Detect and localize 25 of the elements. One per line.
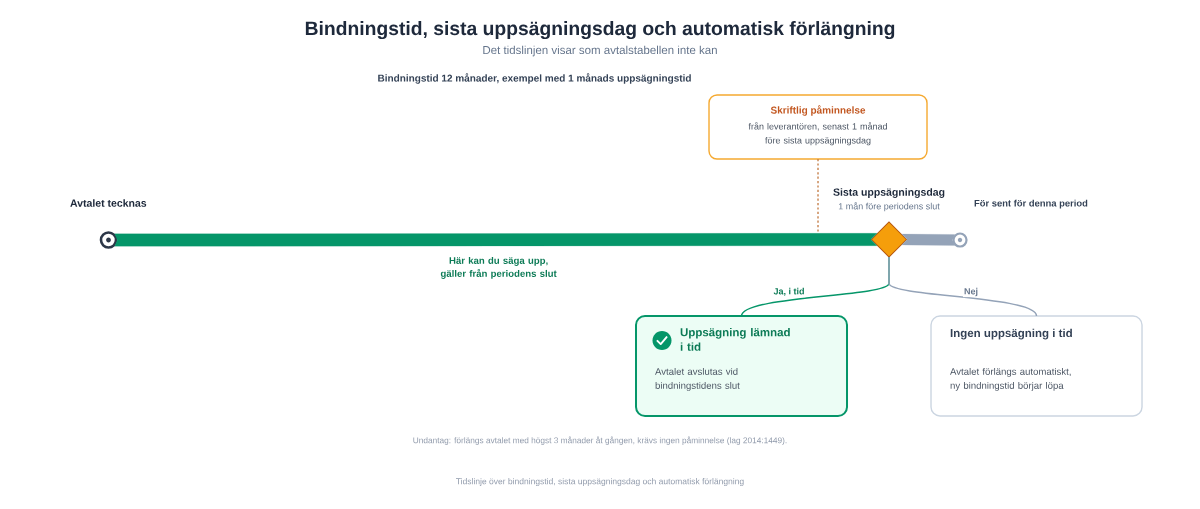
card-text: Avtalet avslutas vid bindningstidens slut	[655, 367, 740, 391]
leader-line	[817, 158, 819, 234]
milestone-note: 1 mån före periodens slut	[838, 202, 940, 212]
milestone-label: För sent för denna period	[974, 199, 1088, 209]
outcome-card	[635, 315, 848, 417]
edge-label: Nej	[963, 286, 979, 298]
subtitle: Det tidslinjen visar som avtalstabellen inte kan	[483, 45, 717, 57]
card-title: Uppsägning lämnad i tid	[680, 327, 790, 351]
reminder-card	[708, 94, 928, 160]
card-title: Skriftlig påminnelse	[770, 105, 866, 116]
timeline-heading: Bindningstid 12 månader, exempel med 1 månads uppsägningstid	[378, 73, 691, 84]
edge-label: Ja, i tid	[772, 286, 806, 298]
outcome-card	[930, 315, 1143, 417]
card-text: från leverantören, senast 1 månad före sista uppsägningsdag	[748, 122, 887, 146]
caption: Tidslinje över bindningstid, sista uppsägningsdag och automatisk förlängning	[456, 478, 744, 486]
footnote: Undantag: förlängs avtalet med högst 3 månader åt gången, krävs ingen påminnelse (lag 2014:1449).	[413, 436, 787, 445]
timeline-bar	[114, 233, 878, 247]
card-title: Ingen uppsägning i tid	[950, 328, 1072, 340]
milestone-label: Avtalet tecknas	[70, 199, 147, 207]
title: Bindningstid, sista uppsägningsdag och automatisk förlängning	[305, 21, 895, 40]
milestone-label: Sista uppsägningsdag	[833, 188, 945, 198]
edge-label: Här kan du säga upp, gäller från periodens slut	[440, 256, 557, 279]
card-text: Avtalet förlängs automatiskt, ny bindningstid börjar löpa	[950, 367, 1071, 391]
branch-line	[888, 256, 1038, 317]
timeline-bar	[901, 233, 955, 246]
